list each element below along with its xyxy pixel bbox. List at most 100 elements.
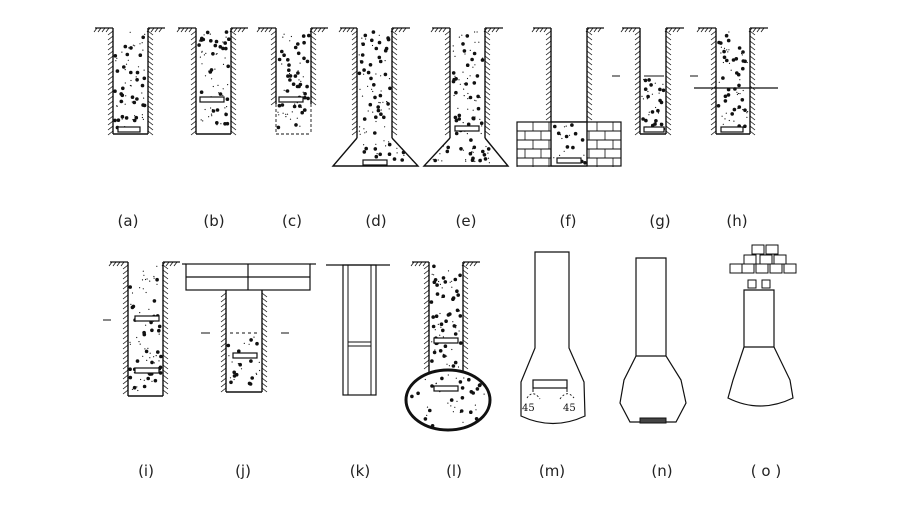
wall-hatch — [190, 85, 197, 91]
aggregate-dot — [570, 123, 574, 127]
aggregate-dot — [383, 140, 385, 142]
aggregate-dot — [452, 45, 454, 47]
wall-hatch — [261, 322, 268, 328]
wall-hatch — [749, 70, 756, 76]
wall-hatch — [270, 35, 277, 41]
wall-hatch — [220, 327, 227, 333]
wall-hatch — [162, 344, 169, 350]
ground-hatch — [184, 27, 189, 33]
aggregate-dot — [372, 83, 376, 87]
wall-hatch — [545, 75, 552, 81]
aggregate-dot — [730, 69, 732, 71]
aggregate-dot — [641, 95, 643, 97]
aggregate-dot — [203, 54, 205, 56]
wall-hatch — [230, 65, 237, 71]
ground-hatch — [233, 27, 238, 33]
aggregate-dot — [132, 385, 137, 390]
aggregate-dot — [148, 308, 150, 310]
aggregate-dot — [375, 143, 377, 145]
aggregate-dot — [573, 131, 578, 136]
aggregate-dot — [128, 367, 132, 372]
aggregate-dot — [211, 78, 213, 80]
aggregate-dot — [374, 115, 378, 119]
wall-hatch — [444, 50, 451, 56]
aggregate-dot — [243, 342, 245, 344]
aggregate-dot — [461, 34, 463, 36]
wall-hatch — [107, 120, 114, 126]
wall-hatch — [162, 294, 169, 300]
wall-hatch — [270, 70, 277, 76]
ground-hatch — [112, 261, 117, 267]
aggregate-dot — [120, 114, 125, 119]
wall-hatch — [107, 115, 114, 121]
wall-hatch — [462, 274, 469, 280]
aggregate-dot — [478, 383, 482, 387]
wall-hatch — [665, 45, 672, 51]
wall-hatch — [310, 80, 317, 86]
pile-e — [422, 27, 510, 167]
wall-hatch — [351, 95, 358, 101]
wall-hatch — [162, 319, 169, 325]
wall-hatch — [310, 60, 317, 66]
aggregate-dot — [294, 103, 296, 105]
aggregate-dot — [433, 278, 438, 282]
ground-hatch — [531, 27, 536, 33]
aggregate-dot — [727, 51, 729, 53]
aggregate-dot — [642, 98, 645, 100]
wall-hatch — [351, 105, 358, 111]
wall-hatch — [220, 357, 227, 363]
pile-h — [690, 27, 778, 136]
aggregate-dot — [471, 116, 476, 121]
wall-hatch — [190, 95, 197, 101]
aggregate-dot — [276, 125, 281, 130]
wall-hatch — [107, 110, 114, 116]
aggregate-dot — [488, 162, 490, 164]
ground-hatch — [317, 27, 322, 33]
aggregate-dot — [426, 414, 428, 416]
aggregate-dot — [363, 128, 365, 130]
aggregate-dot — [283, 89, 285, 91]
ground-hatch — [165, 261, 170, 267]
aggregate-dot — [142, 49, 144, 51]
aggregate-dot — [359, 60, 361, 62]
aggregate-dot — [146, 278, 148, 280]
aggregate-dot — [485, 145, 487, 148]
aggregate-dot — [141, 35, 145, 40]
wall-hatch — [634, 45, 641, 51]
wall-hatch — [162, 279, 169, 285]
ground-hatch — [418, 261, 423, 267]
aggregate-dot — [218, 92, 223, 96]
wall-hatch — [710, 35, 717, 41]
aggregate-dot — [200, 36, 204, 41]
wall-hatch — [162, 299, 169, 305]
aggregate-dot — [472, 148, 474, 150]
aggregate-dot — [379, 112, 383, 116]
aggregate-dot — [201, 51, 203, 53]
wall-hatch — [462, 269, 469, 275]
aggregate-dot — [568, 134, 571, 136]
wall-hatch — [190, 120, 197, 126]
aggregate-dot — [388, 141, 390, 143]
aggregate-dot — [146, 359, 148, 361]
wall-hatch — [220, 297, 227, 303]
aggregate-dot — [718, 81, 720, 83]
aggregate-dot — [644, 118, 648, 123]
ground-hatch — [120, 261, 125, 267]
aggregate-dot — [157, 324, 162, 329]
wall-hatch — [122, 299, 129, 305]
wall-hatch — [665, 70, 672, 76]
aggregate-dot — [433, 274, 435, 276]
wall-hatch — [545, 30, 552, 36]
aggregate-dot — [115, 60, 117, 62]
wall-hatch — [122, 269, 129, 275]
wall-hatch — [710, 100, 717, 106]
wall-hatch — [634, 95, 641, 101]
aggregate-dot — [383, 48, 388, 53]
wall-hatch — [462, 359, 469, 365]
wall-hatch — [122, 344, 129, 350]
aggregate-dot — [442, 145, 444, 147]
wall-hatch — [391, 65, 398, 71]
wall-hatch — [484, 55, 491, 61]
aggregate-dot — [433, 158, 438, 163]
